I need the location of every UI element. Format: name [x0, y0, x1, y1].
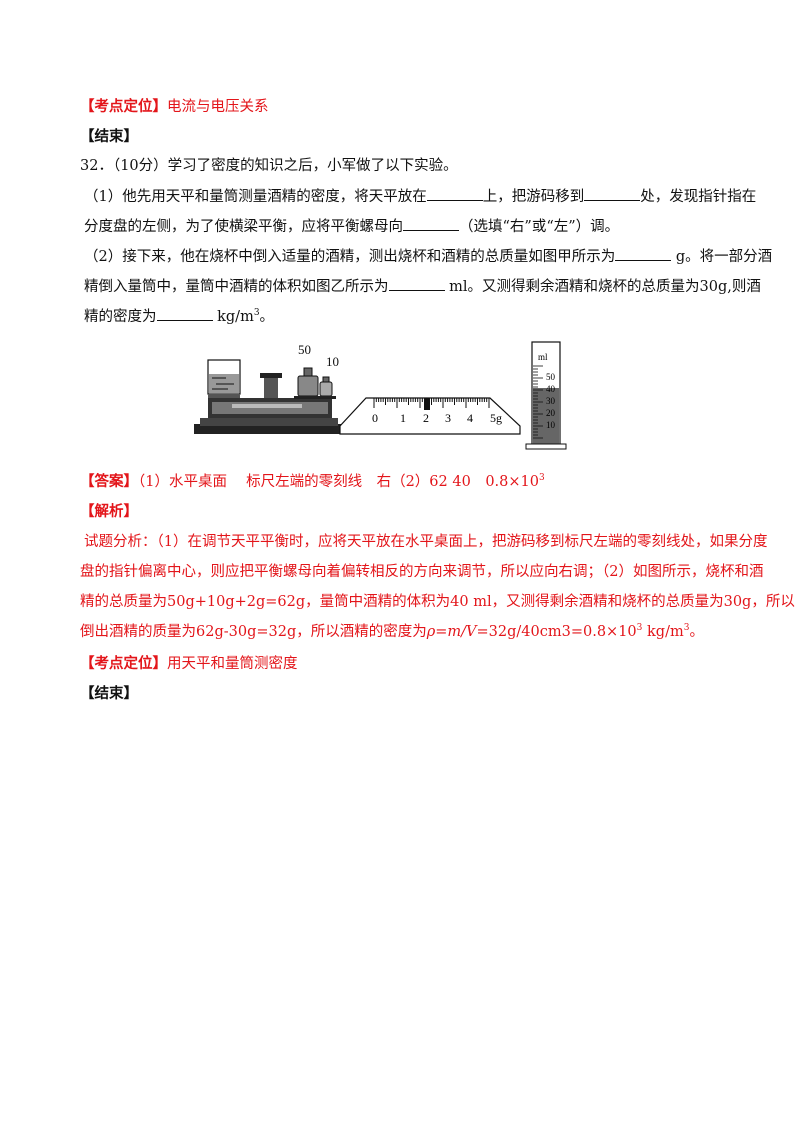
answer-blank — [388, 276, 445, 291]
svg-text:40: 40 — [546, 384, 556, 394]
cylinder-unit: ml — [538, 352, 548, 362]
end-marker-1: 【结束】 — [80, 128, 138, 145]
cylinder-illustration: ml 50 40 30 20 10 — [525, 341, 567, 450]
analysis-line3: 精的总质量为50g+10g+2g=62g，量筒中酒精的体积为40 ml，又测得剩… — [80, 594, 795, 610]
question-part1-line2: 分度盘的左侧，为了使横梁平衡，应将平衡螺母向（选填“右”或“左”）调。 — [84, 216, 619, 237]
answer-blank — [615, 246, 672, 261]
answer-blank — [426, 186, 483, 201]
analysis-label-line: 【解析】 — [80, 503, 138, 520]
experiment-figure: 50 10 0 1 2 3 4 5g ml 50 40 30 20 10 — [194, 341, 567, 450]
analysis-line4: 倒出酒精的质量为62g-30g=32g，所以酒精的密度为ρ=m/V=32g/40… — [80, 623, 704, 640]
question-part2-line3: 精的密度为 kg/m3。 — [84, 306, 274, 327]
ruler-label: 0 — [372, 411, 378, 425]
ruler-illustration: 0 1 2 3 4 5g — [339, 397, 521, 435]
answer-blank — [156, 306, 213, 321]
kaodian-line-2: 【考点定位】用天平和量筒测密度 — [80, 655, 298, 672]
ruler-label: 1 — [400, 411, 406, 425]
analysis-line1: 试题分析：（1）在调节天平平衡时，应将天平放在水平桌面上，把游码移到标尺左端的零… — [84, 534, 768, 550]
ruler-label: 3 — [445, 411, 451, 425]
question-part2-line1: （2）接下来，他在烧杯中倒入适量的酒精，测出烧杯和酒精的总质量如图甲所示为 g。… — [84, 246, 772, 267]
end-marker-2: 【结束】 — [80, 685, 138, 702]
balance-illustration: 50 10 — [194, 342, 344, 434]
answer-blank — [403, 216, 459, 231]
svg-text:20: 20 — [546, 408, 556, 418]
kaodian-line-1: 【考点定位】电流与电压关系 — [80, 97, 269, 117]
question-heading: 32．（10分）学习了密度的知识之后，小军做了以下实验。 — [80, 158, 458, 174]
svg-text:30: 30 — [546, 396, 556, 406]
kaodian-text: 电流与电压关系 — [167, 99, 269, 115]
svg-text:10: 10 — [546, 420, 556, 430]
weight-label-10: 10 — [326, 354, 339, 369]
svg-text:50: 50 — [546, 372, 556, 382]
question-part1-line1: （1）他先用天平和量筒测量酒精的密度，将天平放在上，把游码移到处，发现指针指在 — [84, 186, 756, 207]
analysis-line2: 盘的指针偏离中心，则应把平衡螺母向着偏转相反的方向来调节，所以应向右调；（2）如… — [80, 564, 764, 580]
question-part2-line2: 精倒入量筒中，量筒中酒精的体积如图乙所示为 ml。又测得剩余酒精和烧杯的总质量为… — [84, 276, 761, 297]
answer-line: 【答案】（1）水平桌面 标尺左端的零刻线 右（2）62 40 0.8×103 — [80, 473, 545, 490]
kaodian-label: 【考点定位】 — [80, 98, 167, 115]
ruler-label: 5g — [490, 411, 502, 425]
ruler-label: 2 — [423, 411, 429, 425]
ruler-label: 4 — [467, 411, 473, 425]
weight-label-50: 50 — [298, 342, 311, 357]
answer-blank — [584, 186, 641, 201]
rider-marker — [424, 398, 430, 410]
